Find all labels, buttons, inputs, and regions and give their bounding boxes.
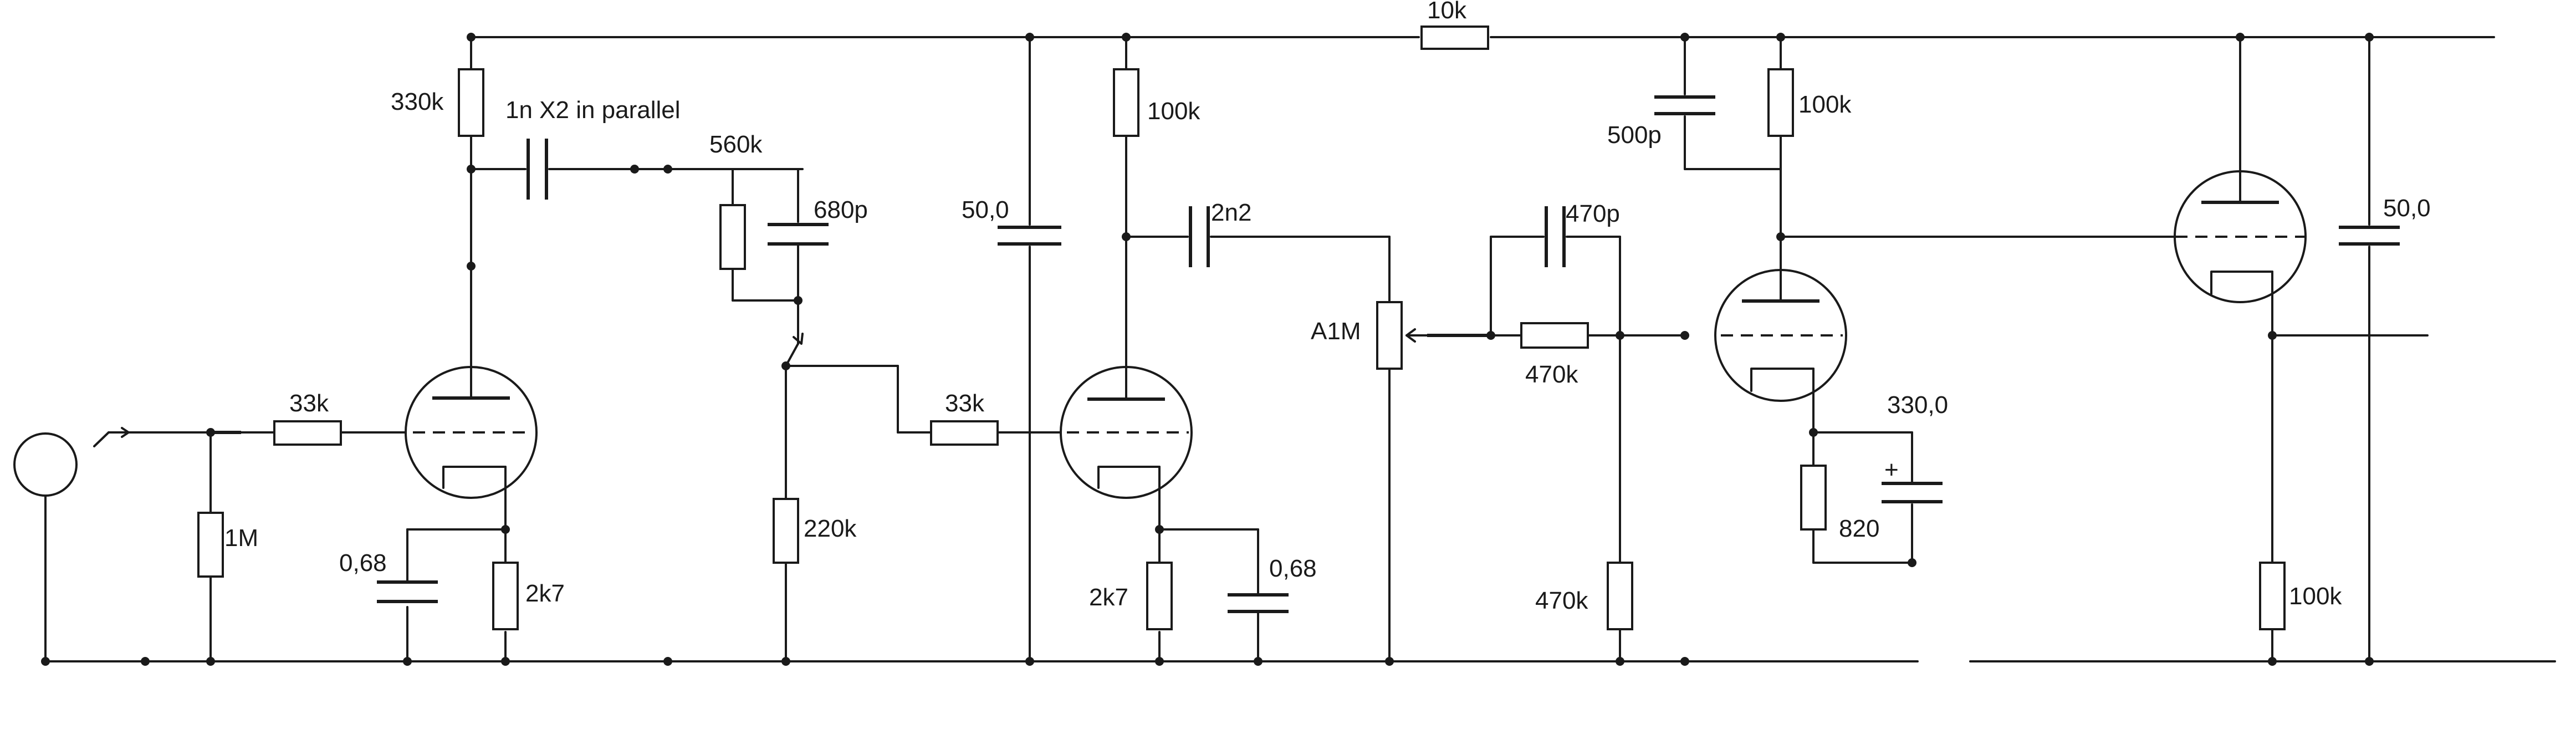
- label-r-470k-shunt: 470k: [1535, 587, 1588, 614]
- coupling-capacitor-2n2: [1125, 206, 1391, 303]
- output-resistor-100k: [2259, 562, 2286, 630]
- input-jack: [13, 427, 275, 662]
- label-c-2n2: 2n2: [1211, 199, 1251, 226]
- input-resistor-33k: [273, 420, 408, 446]
- label-r-33k-v2: 33k: [945, 390, 985, 417]
- filter-capacitor-50-left: [998, 36, 1061, 662]
- tube-v2: [1060, 366, 1193, 499]
- label-c-068-v2: 0,68: [1269, 555, 1317, 582]
- label-r-220k: 220k: [804, 515, 857, 542]
- feedback-capacitor-500p: [1654, 36, 1782, 170]
- cathode-resistor-2k7-v1: [492, 528, 519, 630]
- v3-wiring: [1780, 168, 2226, 564]
- label-r-470k-series: 470k: [1525, 361, 1578, 388]
- switch: [785, 333, 804, 367]
- plate-resistor-330k: [458, 68, 484, 170]
- label-r-820: 820: [1839, 515, 1879, 542]
- series-resistor-470k: [1490, 322, 1686, 349]
- v1-wiring: [406, 36, 507, 662]
- cathode-resistor-2k7-v2: [1146, 528, 1173, 630]
- label-r-100k-out: 100k: [2289, 583, 2342, 610]
- tone-resistor-220k: [773, 365, 932, 662]
- bypass-capacitor-470p: [1490, 206, 1621, 337]
- label-r-2k7-v1: 2k7: [525, 580, 565, 607]
- label-r-1m: 1M: [224, 524, 258, 552]
- label-r-330k: 330k: [391, 88, 444, 115]
- grid-resistor-33k-v2: [930, 420, 1061, 446]
- plate-resistor-100k-v3: [1767, 36, 1794, 170]
- label-c-470p: 470p: [1566, 200, 1620, 227]
- electrolytic-capacitor-330: [1882, 482, 1943, 503]
- cathode-capacitor-068-v1: [377, 528, 438, 603]
- label-r-2k7-v2: 2k7: [1089, 584, 1128, 611]
- label-c-068-v1: 0,68: [339, 549, 387, 577]
- label-pot-a1m: A1M: [1311, 318, 1361, 345]
- coupling-capacitor-1n: [470, 139, 804, 200]
- v2-wiring: [1125, 36, 1259, 662]
- label-r-100k-v3: 100k: [1798, 91, 1852, 118]
- label-r-33k-in: 33k: [289, 390, 329, 417]
- volume-potentiometer: [1376, 301, 1491, 662]
- filter-capacitor-50-right: [2339, 36, 2400, 662]
- plate-resistor-100k-v2: [1113, 68, 1139, 238]
- label-c-500p: 500p: [1607, 121, 1662, 149]
- label-c-330: 330,0: [1887, 391, 1948, 419]
- v4-wiring: [2239, 36, 2429, 662]
- grid-leak-resistor-1m: [197, 431, 224, 662]
- label-c-680p: 680p: [814, 196, 868, 223]
- cathode-resistor-820: [1800, 431, 1827, 564]
- label-r-100k-v2: 100k: [1147, 98, 1200, 125]
- tube-v4: [2174, 170, 2307, 303]
- label-c-50-right: 50,0: [2383, 195, 2431, 222]
- supply-resistor-10k: [1420, 26, 1489, 50]
- label-c-50-left: 50,0: [962, 196, 1009, 223]
- label-r-10k: 10k: [1427, 0, 1467, 24]
- label-c-330-plus: +: [1884, 456, 1899, 483]
- shunt-resistor-470k: [1607, 334, 1633, 662]
- cathode-capacitor-068-v2: [1228, 593, 1289, 613]
- tone-capacitor-680p: [768, 168, 829, 345]
- junction-dots: [41, 33, 2374, 666]
- label-r-560k: 560k: [709, 131, 763, 158]
- tone-resistor-560k: [719, 168, 799, 302]
- label-c-1n: 1n X2 in parallel: [505, 96, 681, 124]
